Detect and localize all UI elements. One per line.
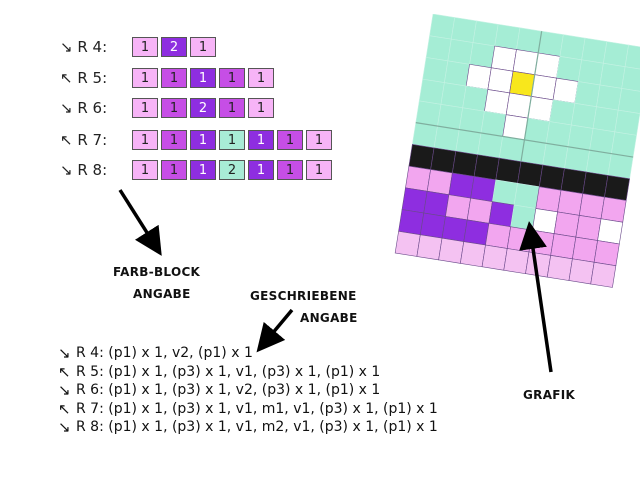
written-row: ↘ R 6: (p1) x 1, (p3) x 1, v2, (p3) x 1, … [58, 381, 438, 400]
written-row: ↘ R 4: (p1) x 1, v2, (p1) x 1 [58, 344, 438, 363]
grafik-cell [590, 261, 617, 288]
color-cell: 1 [190, 37, 216, 57]
color-cell: 1 [161, 98, 187, 118]
written-row: ↘ R 8: (p1) x 1, (p3) x 1, v1, m2, v1, (p… [58, 418, 438, 437]
color-cell: 2 [219, 160, 245, 180]
geschriebene-caption-line1: GESCHRIEBENE [250, 289, 357, 303]
farb-block-caption-line1: FARB-BLOCK [113, 265, 201, 279]
color-cell: 1 [161, 68, 187, 88]
direction-arrow-icon: ↘ [58, 418, 71, 437]
color-cell: 1 [132, 68, 158, 88]
color-cell: 1 [161, 160, 187, 180]
color-cell: 1 [132, 130, 158, 150]
direction-arrow-icon: ↘ [58, 381, 71, 400]
color-cell: 1 [219, 98, 245, 118]
grafik-arrow [519, 221, 553, 373]
color-cell: 1 [132, 160, 158, 180]
block-row-label: ↘ R 4: [60, 38, 108, 56]
color-cell: 1 [248, 68, 274, 88]
color-cell: 1 [248, 98, 274, 118]
farb-block-arrow [118, 189, 162, 256]
color-cell: 1 [190, 130, 216, 150]
written-row-text: R 5: (p1) x 1, (p3) x 1, v1, (p3) x 1, (… [76, 363, 381, 380]
color-cell: 1 [219, 68, 245, 88]
written-row-text: R 8: (p1) x 1, (p3) x 1, v1, m2, v1, (p3… [76, 419, 438, 436]
color-cell: 1 [306, 160, 332, 180]
color-cell: 1 [277, 160, 303, 180]
direction-arrow-icon: ↖ [58, 399, 71, 418]
written-row-text: R 7: (p1) x 1, (p3) x 1, v1, m1, v1, (p3… [76, 400, 438, 417]
block-row-label: ↖ R 5: [60, 69, 108, 87]
farb-block-caption: FARB-BLOCK ANGABE [113, 261, 200, 305]
geschriebene-caption: GESCHRIEBENE ANGABE [250, 285, 358, 329]
color-cell: 2 [161, 37, 187, 57]
direction-arrow-icon: ↖ [58, 362, 71, 381]
color-cell: 1 [219, 130, 245, 150]
color-cell: 1 [132, 98, 158, 118]
color-cell: 1 [248, 130, 274, 150]
color-cell: 1 [161, 130, 187, 150]
direction-arrow-icon: ↘ [58, 344, 71, 363]
written-row-text: R 4: (p1) x 1, v2, (p1) x 1 [76, 345, 253, 362]
farb-block-caption-line2: ANGABE [133, 287, 191, 301]
grafik-chart [378, 13, 640, 290]
color-cell: 1 [190, 68, 216, 88]
block-row-label: ↘ R 8: [60, 161, 108, 179]
written-row-text: R 6: (p1) x 1, (p3) x 1, v2, (p3) x 1, (… [76, 382, 381, 399]
written-row: ↖ R 5: (p1) x 1, (p3) x 1, v1, (p3) x 1, … [58, 363, 438, 382]
grafik-caption: GRAFIK [523, 388, 576, 402]
color-cell: 1 [132, 37, 158, 57]
color-cell: 1 [190, 160, 216, 180]
block-row-label: ↖ R 7: [60, 131, 108, 149]
grafik-center-line [415, 122, 634, 158]
written-instructions: ↘ R 4: (p1) x 1, v2, (p1) x 1 ↖ R 5: (p1) x… [58, 344, 438, 437]
color-cell: 1 [277, 130, 303, 150]
color-cell: 1 [248, 160, 274, 180]
grafik-svg [394, 13, 640, 288]
geschriebene-caption-line2: ANGABE [300, 311, 358, 325]
geschriebene-arrow [256, 308, 294, 353]
block-row-label: ↘ R 6: [60, 99, 108, 117]
written-row: ↖ R 7: (p1) x 1, (p3) x 1, v1, m1, v1, (p… [58, 400, 438, 419]
color-cell: 2 [190, 98, 216, 118]
color-cell: 1 [306, 130, 332, 150]
